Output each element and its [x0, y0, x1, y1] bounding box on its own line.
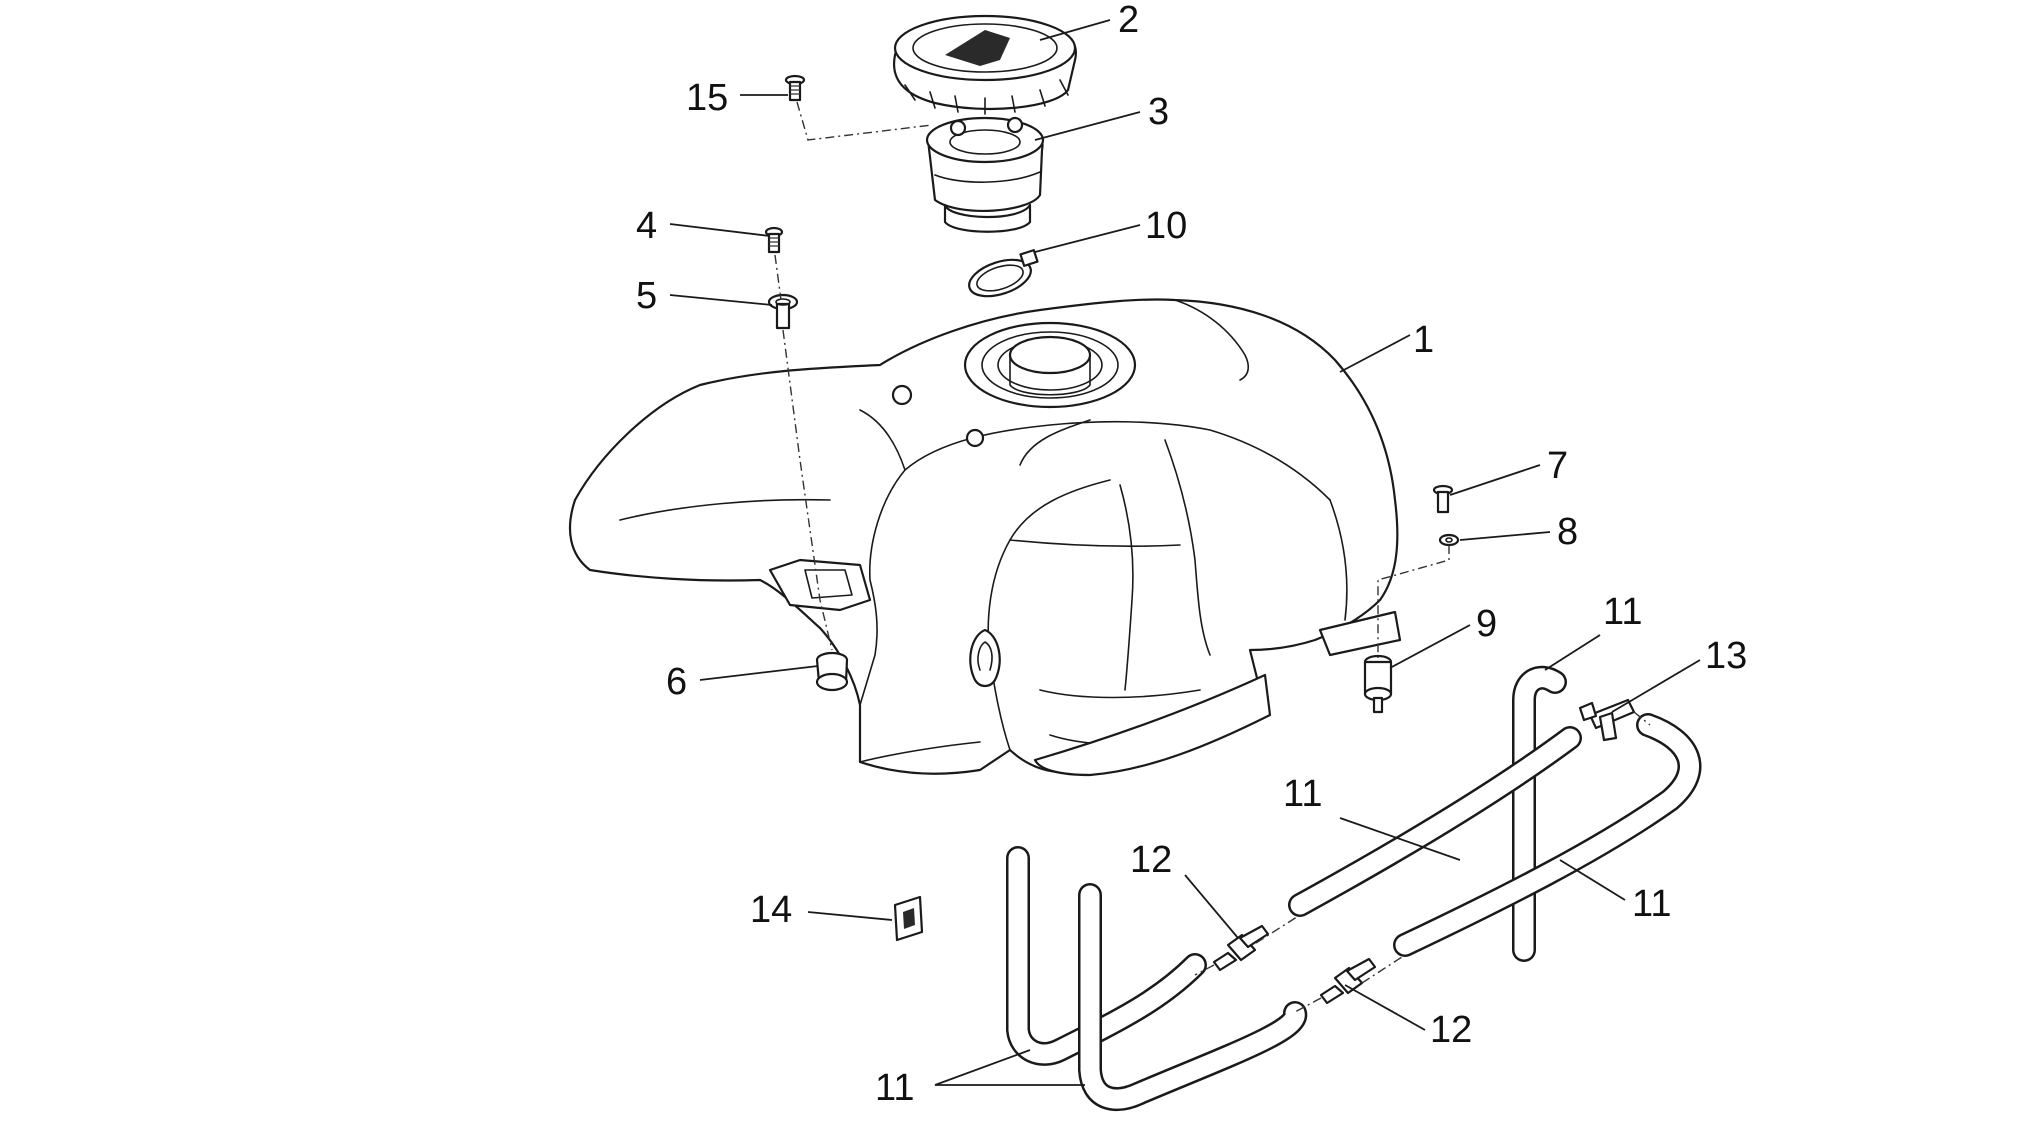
callout-2: 2: [1118, 0, 1139, 41]
screw-4: [764, 226, 784, 254]
clip-14: [893, 895, 924, 942]
hose-right-bend: [1393, 713, 1702, 957]
callout-labels: 1 2 3 4 5 6 7 8 9 10 11 11 11 11 12 12 1…: [636, 0, 1747, 1109]
callout-4: 4: [636, 205, 657, 247]
filler-cap: [892, 14, 1077, 115]
callout-8: 8: [1557, 511, 1578, 553]
grommet-6: [815, 651, 849, 692]
screw-15: [784, 74, 806, 102]
callout-6: 6: [666, 661, 687, 703]
callout-11-top: 11: [1603, 591, 1642, 633]
callout-11-upper-left: 11: [1283, 773, 1322, 815]
connector-12-left: [1212, 924, 1270, 972]
callout-14: 14: [750, 889, 792, 931]
tee-connector-13: [1578, 698, 1636, 742]
callout-9: 9: [1476, 603, 1497, 645]
hose-bottom-long: [1078, 883, 1308, 1111]
hose-diagonal-long: [1288, 726, 1582, 917]
hose-top-right-u: [1512, 665, 1567, 962]
callout-11-bottom: 11: [875, 1067, 914, 1109]
leader-lines: [669, 19, 1701, 1086]
fuel-tank: [568, 298, 1402, 777]
hose-left-j: [1006, 846, 1207, 1066]
callout-13: 13: [1705, 635, 1747, 677]
callout-5: 5: [636, 275, 657, 317]
callout-12-left: 12: [1130, 839, 1172, 881]
callout-15: 15: [686, 77, 728, 119]
washer-8: [1438, 533, 1460, 547]
callout-1: 1: [1413, 319, 1434, 361]
rubber-mount-9: [1363, 654, 1393, 714]
callout-12-right: 12: [1430, 1009, 1472, 1051]
callout-3: 3: [1148, 91, 1169, 133]
callout-7: 7: [1547, 445, 1568, 487]
screw-7: [1432, 484, 1454, 514]
alignment-lines: [774, 101, 1651, 1013]
callout-10: 10: [1145, 205, 1187, 247]
callout-11-right: 11: [1632, 883, 1671, 925]
hose-clamp: [968, 249, 1039, 298]
cap-ring: [925, 116, 1045, 233]
bush-5: [767, 293, 799, 330]
